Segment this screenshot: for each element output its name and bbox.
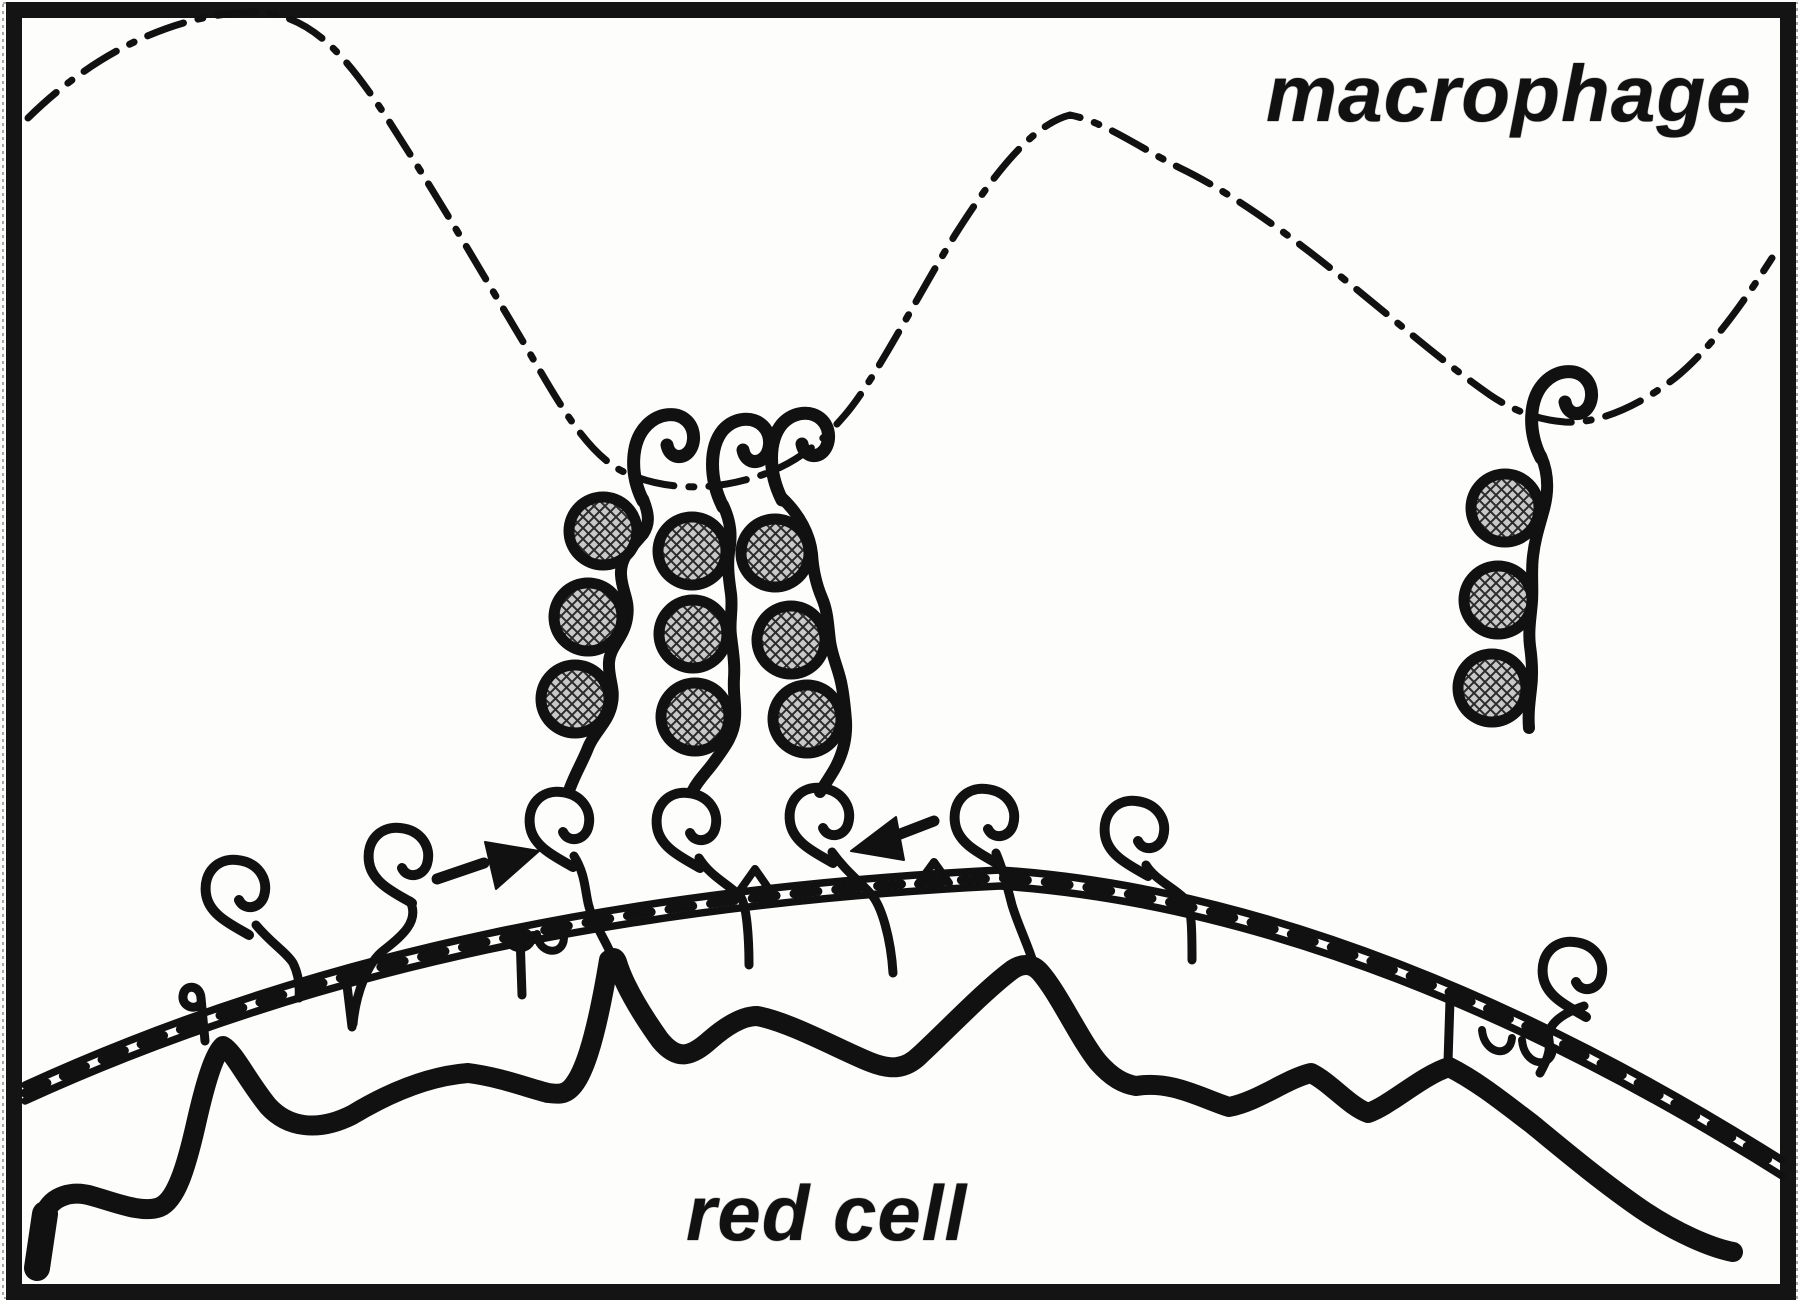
ig-domain-bead (735, 513, 815, 593)
hook-icon (627, 408, 700, 508)
cytoskeleton-path (35, 947, 1743, 1262)
squiggle-tail (348, 896, 418, 1029)
squiggle-loop (784, 782, 855, 868)
hook-icon (706, 412, 776, 514)
ig-domain-bead (751, 600, 831, 680)
border-rect (6, 2, 1796, 1300)
receptor-chain-2 (652, 412, 776, 798)
squiggle-loop (949, 783, 1020, 869)
ig-domain-bead (1465, 468, 1545, 548)
ig-domain-bead (652, 511, 732, 591)
squiggle-tail (569, 851, 616, 959)
membrane-protein-squiggle-2 (348, 822, 434, 1029)
membrane-protein-squiggle-3 (524, 786, 616, 959)
receptor-chain-3 (735, 406, 853, 798)
squiggle-loop (524, 786, 595, 872)
ig-domain-bead (653, 594, 733, 674)
membrane-inner-line (21, 882, 1786, 1180)
cytoskeleton-stub (24, 1201, 58, 1281)
receptor-chain-1 (535, 408, 700, 794)
membrane-protein-squiggle-6 (949, 783, 1038, 967)
ig-domain-bead (655, 677, 735, 757)
membrane-protein-squiggle-8 (1535, 936, 1608, 1078)
squiggle-tail (1141, 860, 1197, 965)
pointer-arrow-right (850, 815, 940, 861)
macrophage-label: macrophage (1266, 49, 1752, 138)
squiggle-loop (651, 787, 722, 873)
membrane-protein-squiggle-5 (784, 782, 898, 978)
squiggle-tail (694, 853, 754, 970)
cytoskeleton-wavy-line (24, 947, 1743, 1281)
arrow-head-icon (484, 841, 540, 890)
membrane-bump (914, 858, 953, 888)
hook-icon (1525, 365, 1598, 465)
free-receptor-chain (1452, 365, 1598, 734)
membrane-protein-squiggles (200, 782, 1608, 1078)
squiggle-loop (200, 854, 271, 940)
cytoskeleton-connector (1443, 995, 1455, 1067)
arrow-head-icon (850, 816, 905, 861)
membrane-bump (734, 865, 775, 897)
membrane-stitch-dashes (20, 873, 1787, 1173)
membrane-protein-squiggle-1 (200, 854, 304, 1003)
hook-icon (765, 406, 835, 507)
squiggle-loop (1099, 795, 1170, 881)
membrane-protein-squiggle-4 (651, 787, 754, 970)
ig-domain-bead (548, 577, 628, 657)
squiggle-loop (1537, 936, 1608, 1022)
squiggle-tail (251, 920, 304, 1003)
membrane-anchor-tail (515, 930, 527, 1000)
membrane-scallop-loop (1478, 1026, 1516, 1056)
ig-domain-bead (563, 491, 643, 571)
pointer-arrow-left (431, 841, 540, 890)
squiggle-tail (1535, 1001, 1589, 1078)
arrow-shaft (431, 857, 490, 885)
red-cell-label: red cell (686, 1169, 968, 1257)
dash-dot-membrane-path (24, 8, 1776, 491)
arrow-shaft (889, 815, 940, 842)
squiggle-loop (363, 822, 434, 908)
ig-domain-bead (535, 659, 615, 739)
membrane-scallop-loop (533, 930, 568, 955)
squiggle-tail (827, 847, 898, 978)
p-loop-protein (178, 982, 210, 1046)
ig-domain-bead (1452, 648, 1532, 728)
squiggle-tail (991, 848, 1038, 967)
membrane-protein-squiggle-7 (1099, 795, 1197, 965)
ig-domain-bead (1458, 560, 1538, 640)
ig-domain-bead (767, 679, 847, 759)
macrophage-membrane-line (24, 8, 1776, 491)
